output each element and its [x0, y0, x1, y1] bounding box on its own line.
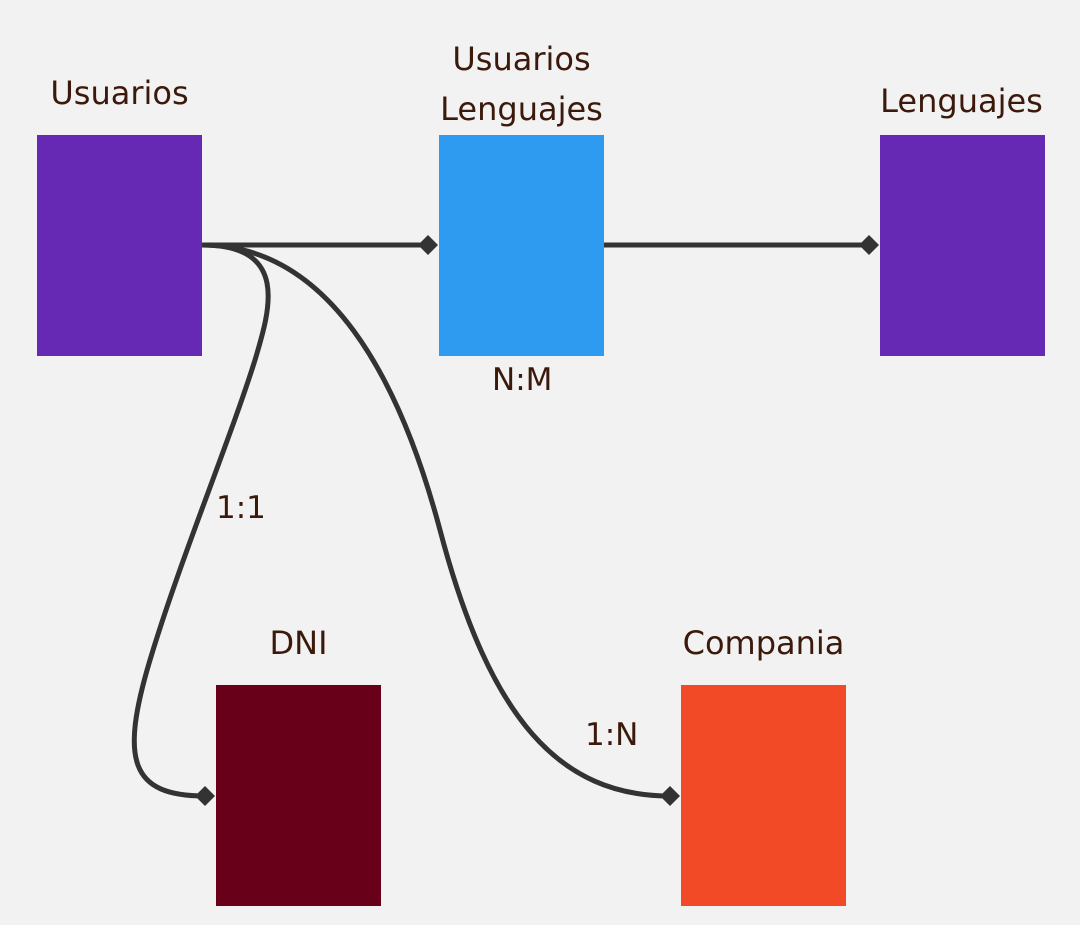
- node-label-compania: Compania: [682, 624, 845, 662]
- node-label-dni: DNI: [269, 624, 328, 662]
- edge-usuarios-compania: [199, 242, 673, 799]
- edge-label-1-1: 1:1: [216, 490, 266, 526]
- diamond-marker: [660, 786, 680, 806]
- diamond-marker: [418, 235, 438, 255]
- edge-usuarios-dni: [131, 242, 271, 799]
- diamond-marker: [195, 786, 215, 806]
- node-usuarios[interactable]: [37, 135, 202, 356]
- edge-label-n-m: N:M: [492, 362, 553, 398]
- node-dni[interactable]: [216, 685, 381, 906]
- node-usuarios-lenguajes[interactable]: [439, 135, 604, 356]
- edge-label-1-n: 1:N: [585, 717, 639, 753]
- node-lenguajes[interactable]: [880, 135, 1045, 356]
- node-label-usuarios-lenguajes-line2: Lenguajes: [440, 90, 603, 128]
- node-label-usuarios-lenguajes-line1: Usuarios: [452, 40, 591, 78]
- diamond-marker: [859, 235, 879, 255]
- node-compania[interactable]: [681, 685, 846, 906]
- node-label-usuarios: Usuarios: [50, 74, 189, 112]
- node-label-lenguajes: Lenguajes: [880, 82, 1043, 120]
